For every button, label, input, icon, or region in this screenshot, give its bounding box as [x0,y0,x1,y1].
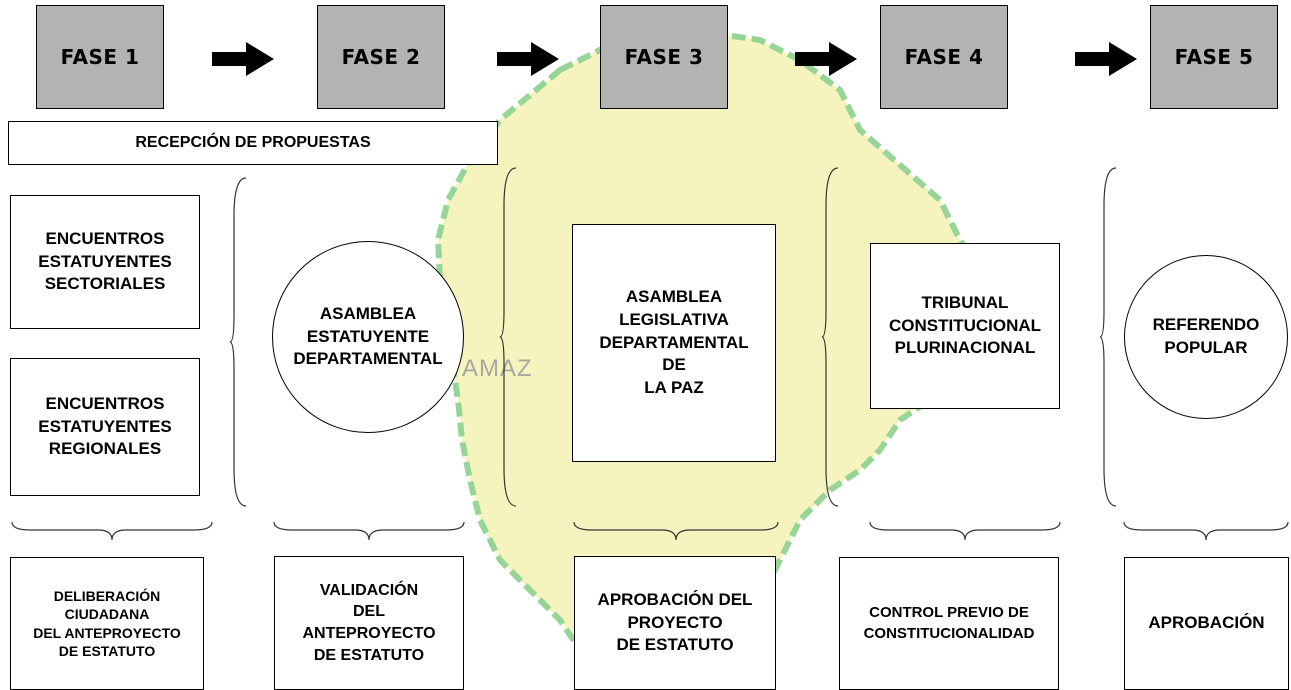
sectoral-meetings-label: ENCUENTROS ESTATUYENTES SECTORIALES [38,228,172,294]
curly-brace-icon [869,521,1061,541]
project-approval-label: APROBACIÓN DEL PROYECTO DE ESTATUTO [597,589,753,655]
curly-brace-icon [11,521,213,541]
curly-brace-icon [229,177,247,507]
phase-4-header: FASE 4 [880,5,1008,109]
curly-brace-icon [1123,521,1289,541]
draft-validation-box: VALIDACIÓN DEL ANTEPROYECTO DE ESTATUTO [274,556,464,690]
sectoral-meetings-box: ENCUENTROS ESTATUYENTES SECTORIALES [10,195,200,329]
citizen-deliberation-box: DELIBERACIÓN CIUDADANA DEL ANTEPROYECTO … [10,557,204,690]
map-watermark-text: AMAZ [462,355,533,382]
constitutionality-control-box: CONTROL PREVIO DE CONSTITUCIONALIDAD [839,557,1059,690]
phase-1-header: FASE 1 [36,5,164,109]
departmental-assembly-circle: ASAMBLEA ESTATUYENTE DEPARTAMENTAL [272,241,464,433]
citizen-deliberation-label: DELIBERACIÓN CIUDADANA DEL ANTEPROYECTO … [33,588,181,659]
right-arrow-icon [1075,42,1137,76]
final-approval-box: APROBACIÓN [1124,557,1289,690]
legislative-assembly-label: ASAMBLEA LEGISLATIVA DEPARTAMENTAL DE LA… [599,286,749,398]
phase-2-header: FASE 2 [317,5,445,109]
draft-validation-label: VALIDACIÓN DEL ANTEPROYECTO DE ESTATUTO [302,581,436,664]
popular-referendum-label: REFERENDO POPULAR [1152,315,1260,357]
curly-brace-icon [273,521,465,541]
regional-meetings-label: ENCUENTROS ESTATUYENTES REGIONALES [38,393,172,459]
constitutionality-control-label: CONTROL PREVIO DE CONSTITUCIONALIDAD [863,604,1035,642]
legislative-assembly-box: ASAMBLEA LEGISLATIVA DEPARTAMENTAL DE LA… [572,224,776,462]
project-approval-box: APROBACIÓN DEL PROYECTO DE ESTATUTO [574,556,776,690]
right-arrow-icon [795,42,857,76]
right-arrow-icon [497,42,559,76]
constitutional-tribunal-box: TRIBUNAL CONSTITUCIONAL PLURINACIONAL [870,243,1060,409]
curly-brace-icon [573,521,779,541]
phase-3-header: FASE 3 [600,5,728,109]
right-arrow-icon [212,42,274,76]
curly-brace-icon [821,167,839,507]
curly-brace-icon [1099,167,1117,507]
phase-5-header: FASE 5 [1150,5,1278,109]
departmental-assembly-label: ASAMBLEA ESTATUYENTE DEPARTAMENTAL [293,303,443,369]
reception-of-proposals-bar: RECEPCIÓN DE PROPUESTAS [8,121,498,165]
constitutional-tribunal-label: TRIBUNAL CONSTITUCIONAL PLURINACIONAL [888,292,1042,358]
final-approval-label: APROBACIÓN [1148,613,1265,633]
curly-brace-icon [499,167,517,507]
reception-label: RECEPCIÓN DE PROPUESTAS [135,134,371,152]
regional-meetings-box: ENCUENTROS ESTATUYENTES REGIONALES [10,358,200,496]
popular-referendum-circle: REFERENDO POPULAR [1124,255,1288,419]
